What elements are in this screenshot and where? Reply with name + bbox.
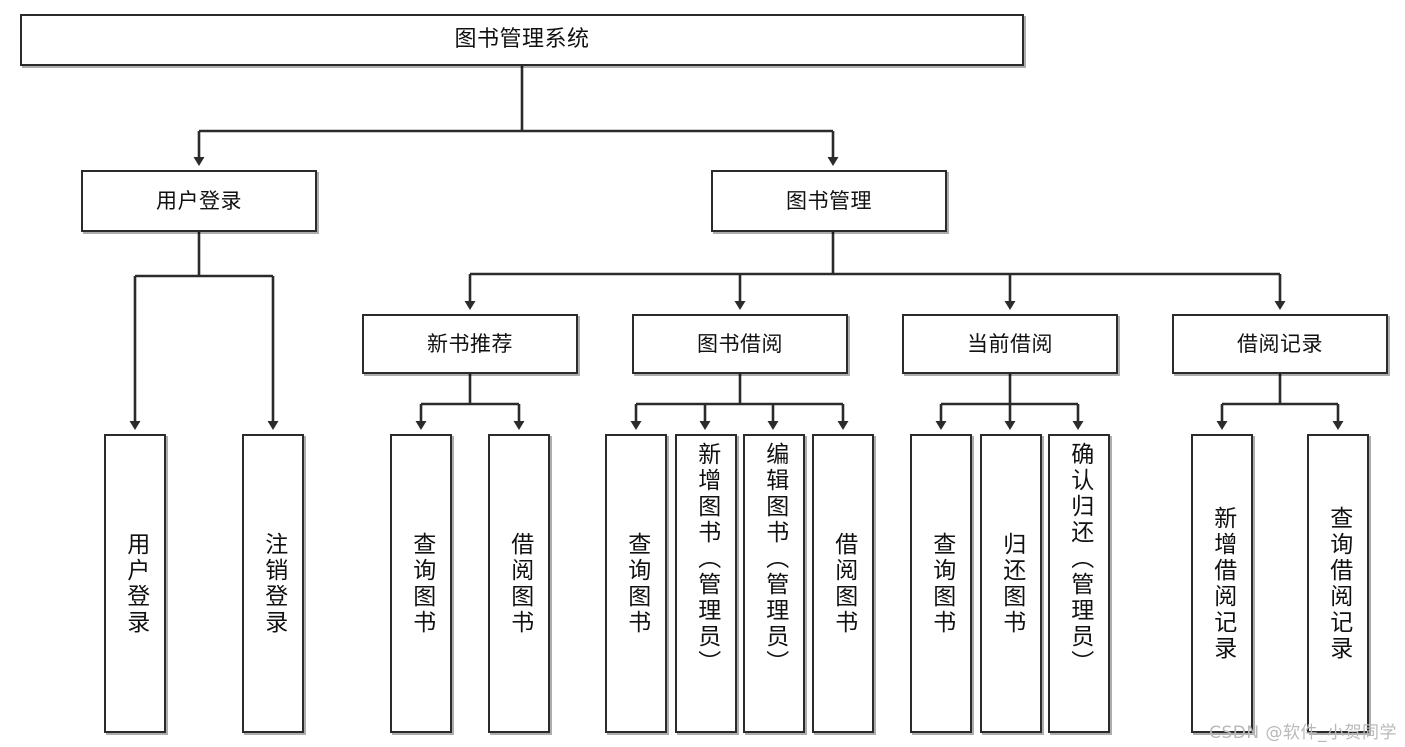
node-borrow-record-label: 借阅记录 bbox=[1237, 331, 1323, 356]
node-user-login-label: 用户登录 bbox=[156, 188, 242, 213]
node-current-borrow-label: 当前借阅 bbox=[967, 331, 1053, 356]
node-borrow-record[interactable]: 借阅记录 bbox=[1172, 314, 1388, 374]
node-leaf-confirm-return-admin[interactable]: 确认归还（管理员） bbox=[1048, 434, 1110, 733]
node-leaf-edit-book-admin[interactable]: 编辑图书（管理员） bbox=[743, 434, 805, 733]
node-book-borrow-label: 图书借阅 bbox=[697, 331, 783, 356]
watermark: CSDN @软件_小贺同学 bbox=[1209, 723, 1397, 743]
node-leaf-logout-login[interactable]: 注销登录 bbox=[242, 434, 304, 733]
node-leaf-logout-login-label: 注销登录 bbox=[260, 531, 287, 636]
node-root[interactable]: 图书管理系统 bbox=[20, 14, 1024, 66]
node-leaf-query-borrow-record[interactable]: 查询借阅记录 bbox=[1307, 434, 1369, 733]
node-current-borrow[interactable]: 当前借阅 bbox=[902, 314, 1118, 374]
node-book-borrow[interactable]: 图书借阅 bbox=[632, 314, 848, 374]
node-leaf-query-book-3-label: 查询图书 bbox=[928, 531, 955, 636]
node-leaf-borrow-book-2-label: 借阅图书 bbox=[830, 531, 857, 636]
node-leaf-query-book-1[interactable]: 查询图书 bbox=[390, 434, 452, 733]
node-new-book-recommend[interactable]: 新书推荐 bbox=[362, 314, 578, 374]
node-leaf-query-borrow-record-label: 查询借阅记录 bbox=[1325, 505, 1352, 662]
node-leaf-user-login-label: 用户登录 bbox=[122, 531, 149, 636]
node-leaf-add-book-admin-label: 新增图书（管理员） bbox=[693, 442, 720, 676]
node-leaf-query-book-3[interactable]: 查询图书 bbox=[910, 434, 972, 733]
node-leaf-query-book-2-label: 查询图书 bbox=[623, 531, 650, 636]
node-leaf-return-book[interactable]: 归还图书 bbox=[980, 434, 1042, 733]
node-leaf-edit-book-admin-label: 编辑图书（管理员） bbox=[761, 442, 788, 676]
node-leaf-borrow-book-1[interactable]: 借阅图书 bbox=[488, 434, 550, 733]
node-leaf-borrow-book-1-label: 借阅图书 bbox=[506, 531, 533, 636]
node-leaf-add-borrow-record[interactable]: 新增借阅记录 bbox=[1191, 434, 1253, 733]
node-leaf-borrow-book-2[interactable]: 借阅图书 bbox=[812, 434, 874, 733]
node-new-book-recommend-label: 新书推荐 bbox=[427, 331, 513, 356]
node-leaf-add-borrow-record-label: 新增借阅记录 bbox=[1209, 505, 1236, 662]
node-leaf-query-book-2[interactable]: 查询图书 bbox=[605, 434, 667, 733]
node-leaf-query-book-1-label: 查询图书 bbox=[408, 531, 435, 636]
node-leaf-return-book-label: 归还图书 bbox=[998, 531, 1025, 636]
node-leaf-add-book-admin[interactable]: 新增图书（管理员） bbox=[675, 434, 737, 733]
node-book-manage-label: 图书管理 bbox=[786, 188, 872, 213]
node-root-label: 图书管理系统 bbox=[454, 27, 590, 53]
node-leaf-user-login[interactable]: 用户登录 bbox=[104, 434, 166, 733]
node-leaf-confirm-return-admin-label: 确认归还（管理员） bbox=[1066, 442, 1093, 676]
node-book-manage[interactable]: 图书管理 bbox=[711, 170, 947, 232]
node-user-login[interactable]: 用户登录 bbox=[81, 170, 317, 232]
